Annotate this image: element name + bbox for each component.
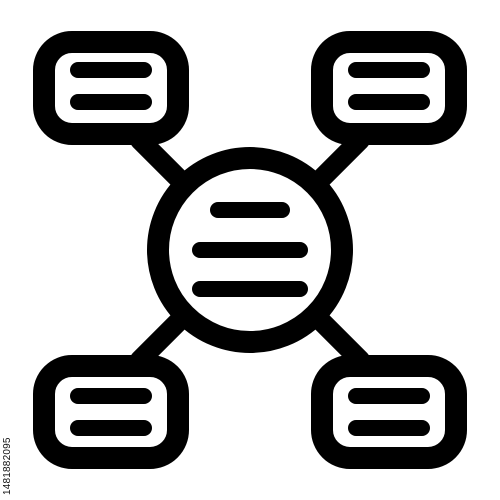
watermark-id-text: 1481882095 <box>2 437 13 495</box>
connector-top-right <box>312 130 370 188</box>
connector-bottom-left <box>130 312 188 370</box>
satellite-node-top-right <box>311 31 467 145</box>
connector-top-left <box>130 130 188 188</box>
satellite-node-top-left <box>33 31 189 145</box>
satellite-node-bottom-right <box>311 355 467 469</box>
center-node <box>147 147 353 353</box>
text-lines-icon <box>348 62 430 110</box>
text-lines-icon <box>70 388 152 436</box>
satellite-node-bottom-left <box>33 355 189 469</box>
text-lines-icon <box>70 62 152 110</box>
center-node-text-lines-icon <box>192 202 308 297</box>
connector-lines <box>130 130 370 370</box>
text-lines-icon <box>348 388 430 436</box>
connector-bottom-right <box>312 312 370 370</box>
